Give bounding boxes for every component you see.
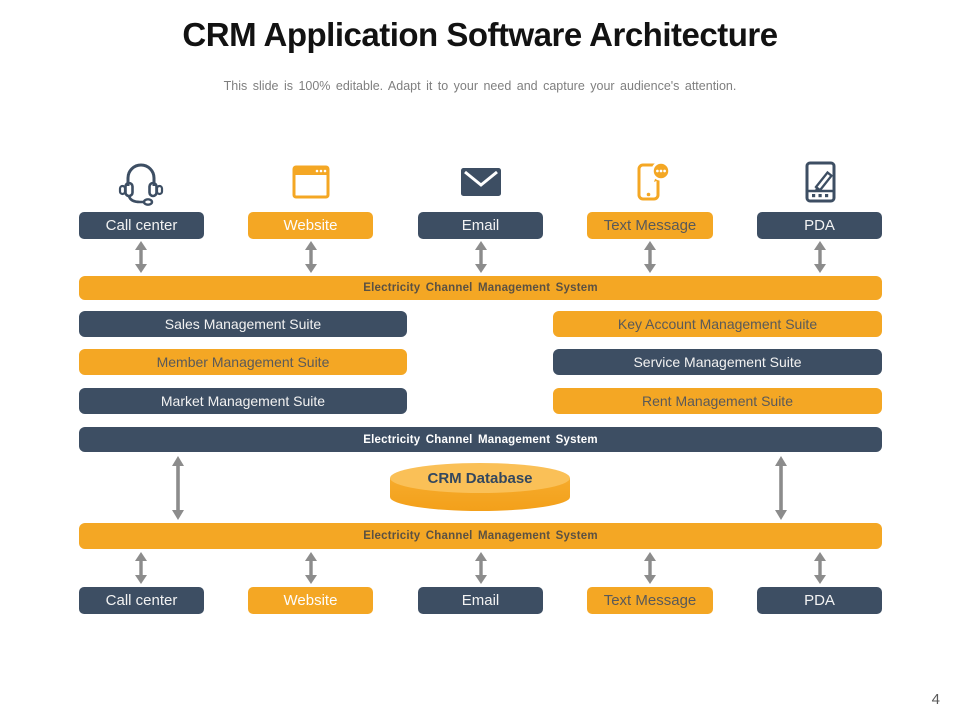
ecms-bar-bottom: Electricity Channel Management System (79, 523, 882, 549)
suite-member: Member Management Suite (79, 349, 407, 375)
channel-call-center: Call center (79, 212, 204, 239)
page-title: CRM Application Software Architecture (182, 16, 778, 53)
double-arrow-icon (811, 241, 829, 278)
channel-pda: PDA (757, 212, 882, 239)
page-subtitle: This slide is 100% editable. Adapt it to… (223, 79, 737, 93)
ecms-bar-middle: Electricity Channel Management System (79, 427, 882, 452)
crm-database-label: CRM Database (427, 470, 533, 487)
mobile-chat-icon (626, 158, 674, 206)
channel-website-bottom: Website (248, 587, 373, 614)
page-number: 4 (931, 691, 940, 708)
envelope-icon (457, 158, 505, 206)
suite-rent: Rent Management Suite (553, 388, 882, 414)
crm-database-cylinder: CRM Database (388, 461, 572, 514)
channel-email: Email (418, 212, 543, 239)
channel-text-message: Text Message (587, 212, 713, 239)
channel-pda-bottom: PDA (757, 587, 882, 614)
channel-text-message-bottom: Text Message (587, 587, 713, 614)
channel-email-bottom: Email (418, 587, 543, 614)
suite-key-account: Key Account Management Suite (553, 311, 882, 337)
double-arrow-icon (472, 241, 490, 278)
suite-market: Market Management Suite (79, 388, 407, 414)
double-arrow-icon (132, 241, 150, 278)
ecms-bar-top: Electricity Channel Management System (79, 276, 882, 300)
tablet-pencil-icon (796, 158, 844, 206)
double-arrow-icon (641, 552, 659, 589)
double-arrow-icon (169, 456, 187, 525)
double-arrow-icon (302, 241, 320, 278)
double-arrow-icon (132, 552, 150, 589)
double-arrow-icon (302, 552, 320, 589)
suite-service: Service Management Suite (553, 349, 882, 375)
double-arrow-icon (472, 552, 490, 589)
headset-icon (117, 158, 165, 206)
double-arrow-icon (811, 552, 829, 589)
suite-sales: Sales Management Suite (79, 311, 407, 337)
double-arrow-icon (641, 241, 659, 278)
double-arrow-icon (772, 456, 790, 525)
browser-window-icon (287, 158, 335, 206)
channel-call-center-bottom: Call center (79, 587, 204, 614)
channel-website: Website (248, 212, 373, 239)
